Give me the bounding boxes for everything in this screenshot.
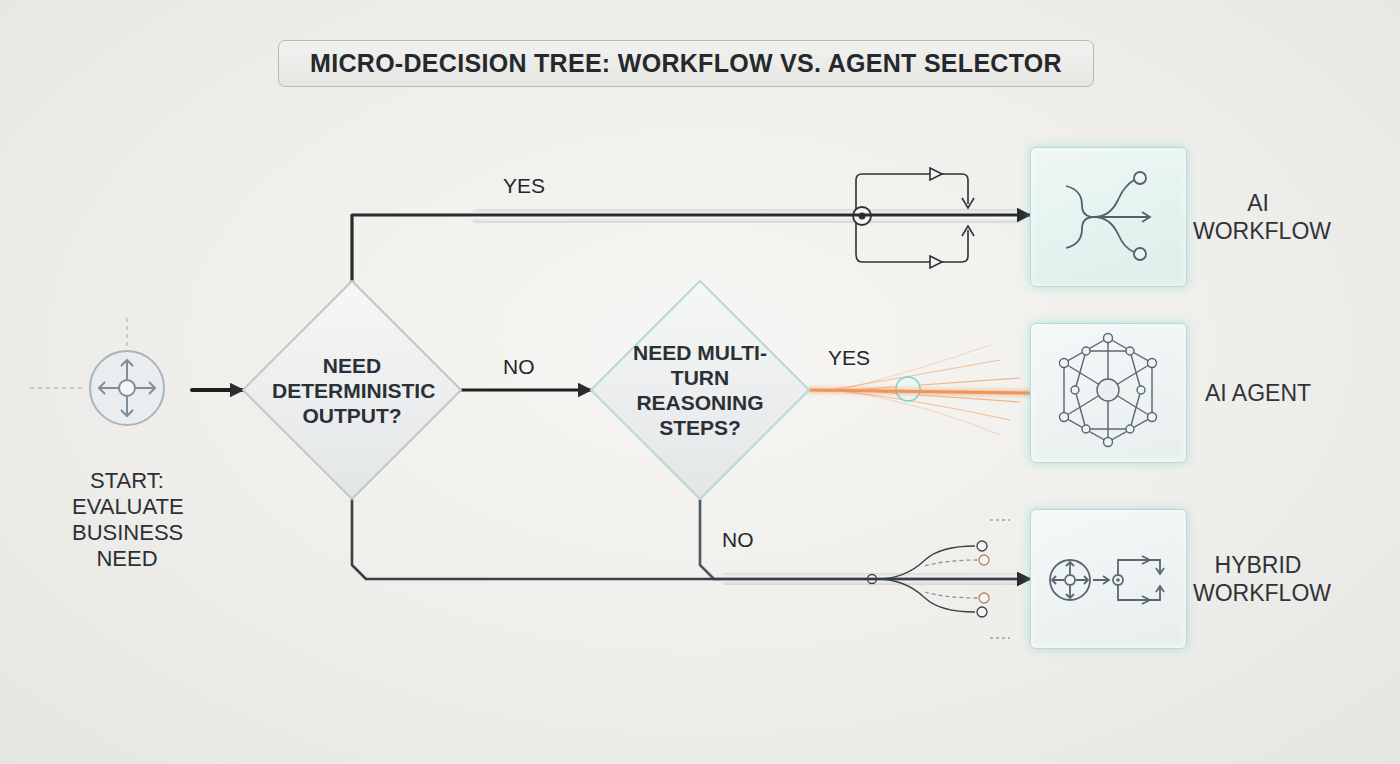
outcome-box: HYBRID WORKFLOW — [1030, 509, 1330, 649]
node-text-block: AI WORKFLOW — [1193, 189, 1323, 245]
node-label: AI AGENT — [1193, 379, 1323, 407]
loop-bracket-symbol — [856, 216, 968, 262]
node-text-block: START: EVALUATE BUSINESS NEED — [72, 468, 182, 572]
node-label: AI WORKFLOW — [1193, 189, 1323, 245]
fan-split-symbol — [925, 592, 978, 598]
fan-split-symbol — [877, 579, 975, 612]
node-label: NEED MULTI-TURN REASONING STEPS? — [620, 340, 780, 440]
box-outline — [1030, 323, 1187, 463]
dashed-guide — [30, 318, 127, 388]
node-text-block: NEED DETERMINISTIC OUTPUT? — [272, 353, 432, 428]
fan-split-symbol — [925, 560, 978, 566]
start-compass-icon — [135, 382, 155, 394]
decision-diamond: NEED MULTI-TURN REASONING STEPS? — [588, 278, 812, 502]
box-outline — [1030, 509, 1187, 649]
edge-label: NO — [722, 528, 754, 552]
connector-arrow — [700, 499, 1030, 579]
outcome-box: AI WORKFLOW — [1030, 147, 1330, 287]
light-bar — [470, 209, 1025, 585]
start-compass-icon — [90, 351, 164, 425]
connector-arrow — [809, 390, 1030, 393]
fan-split-symbol — [977, 607, 987, 617]
start-compass-icon — [121, 360, 133, 380]
loop-bracket-symbol — [930, 168, 942, 180]
node-label: START: EVALUATE BUSINESS NEED — [72, 468, 182, 572]
outcome-box: AI AGENT — [1030, 323, 1330, 463]
node-label: HYBRID WORKFLOW — [1193, 551, 1323, 607]
edge-label: YES — [503, 174, 545, 198]
agent-glow-wisps — [840, 390, 1000, 435]
start-compass-icon — [90, 351, 164, 425]
box-outline — [1030, 147, 1187, 287]
decision-diamond: NEED DETERMINISTIC OUTPUT? — [240, 278, 464, 502]
diamond-shape — [591, 281, 809, 499]
agent-glow-wisps — [896, 377, 920, 401]
loop-bracket-symbol — [962, 198, 974, 208]
loop-bracket-symbol — [853, 168, 974, 268]
connector-arrow — [461, 389, 591, 392]
node-text-block: NEED MULTI-TURN REASONING STEPS? — [620, 340, 780, 440]
connector-arrow — [352, 499, 1030, 579]
edge-label: YES — [828, 346, 870, 370]
start-node: START: EVALUATE BUSINESS NEED — [62, 340, 192, 578]
diamond-shape — [243, 281, 461, 499]
diagram-title: MICRO-DECISION TREE: WORKFLOW VS. AGENT … — [278, 40, 1094, 87]
loop-bracket-symbol — [856, 174, 968, 216]
node-text-block: HYBRID WORKFLOW — [1193, 551, 1323, 607]
dashed-guide — [30, 387, 86, 388]
agent-glow-wisps — [850, 378, 1020, 390]
fan-split-symbol — [979, 593, 989, 603]
start-compass-icon — [99, 382, 119, 394]
diamond-outline — [588, 278, 812, 502]
connector-arrow — [192, 388, 243, 392]
node-label: NEED DETERMINISTIC OUTPUT? — [272, 353, 432, 428]
dashed-guide — [126, 318, 127, 348]
connector-arrow — [352, 215, 1030, 281]
start-compass-icon — [121, 396, 133, 416]
loop-bracket-symbol — [962, 226, 974, 236]
fan-split-symbol — [979, 555, 989, 565]
fan-split-symbol — [990, 519, 1010, 520]
loop-bracket-symbol — [930, 256, 942, 268]
start-compass-icon — [119, 380, 135, 396]
edge-label: NO — [503, 355, 535, 379]
fan-split-symbol — [977, 541, 987, 551]
fan-split-symbol — [990, 637, 1010, 638]
fan-split-symbol — [877, 546, 975, 579]
node-text-block: AI AGENT — [1193, 379, 1323, 407]
